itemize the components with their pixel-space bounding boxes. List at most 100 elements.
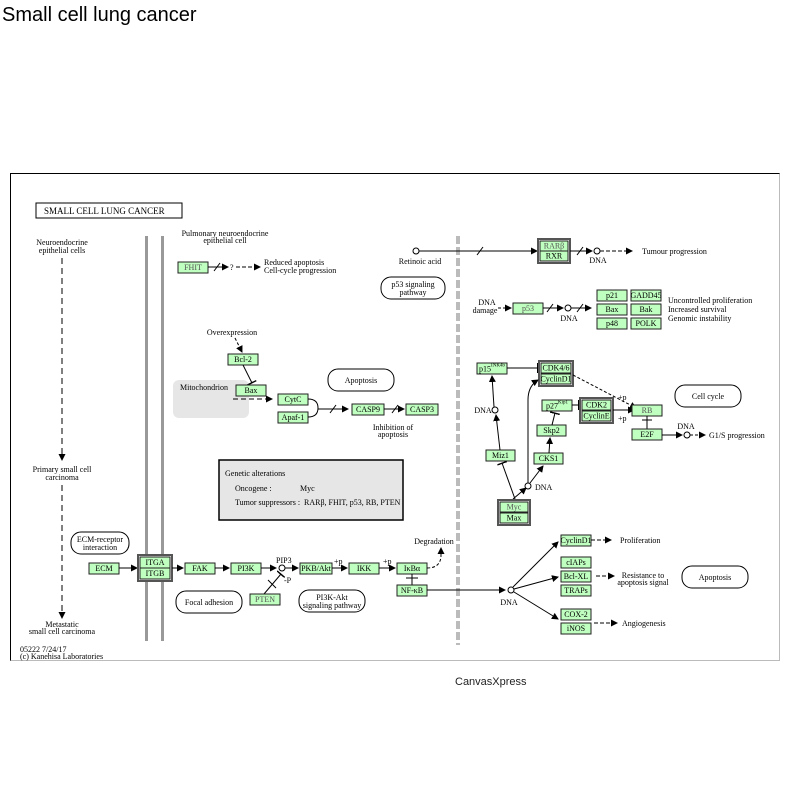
metastatic-label-1: Metastatic bbox=[45, 620, 79, 629]
svg-text:Bax: Bax bbox=[245, 386, 258, 395]
gene-p21[interactable]: p21 bbox=[596, 289, 628, 302]
dna-damage-label-2: damage bbox=[473, 306, 498, 315]
link-ecm-receptor[interactable] bbox=[70, 531, 130, 555]
link-pi3k-akt[interactable] bbox=[298, 589, 366, 613]
gene-POLK[interactable]: POLK bbox=[630, 317, 662, 330]
gene-RB[interactable]: RB bbox=[631, 404, 663, 417]
gene-PI3K[interactable]: PI3K bbox=[230, 562, 262, 575]
gene-cIAPs[interactable]: cIAPs bbox=[560, 556, 592, 569]
gene-CASP3[interactable]: CASP3 bbox=[405, 403, 439, 416]
gene-RARB[interactable]: RARβ bbox=[539, 240, 569, 252]
dna-node-nfkb bbox=[507, 586, 515, 594]
gene-CASP9[interactable]: CASP9 bbox=[351, 403, 385, 416]
gene-p27[interactable]: p27Kip1 bbox=[541, 399, 573, 412]
gene-COX2[interactable]: COX-2 bbox=[560, 608, 592, 621]
link-p53-label-2: pathway bbox=[399, 288, 426, 297]
edge-dna-cyclind1b bbox=[512, 541, 559, 588]
link-cell-cycle[interactable] bbox=[674, 384, 742, 408]
edge-casp9-slash bbox=[329, 404, 337, 414]
link-pi3k-akt-label-1: PI3K-Akt bbox=[316, 593, 348, 602]
gene-FHIT[interactable]: FHIT bbox=[177, 261, 209, 274]
svg-text:IκBα: IκBα bbox=[404, 564, 421, 573]
retinoic-acid-node bbox=[412, 247, 420, 255]
neuroendocrine-label-2: epithelial cells bbox=[39, 246, 85, 255]
svg-text:CASP3: CASP3 bbox=[410, 405, 434, 414]
edge-targets-slash bbox=[576, 303, 584, 313]
angiogenesis-label: Angiogenesis bbox=[622, 619, 666, 628]
gene-Bcl2[interactable]: Bcl-2 bbox=[227, 353, 259, 366]
link-apoptosis-right[interactable] bbox=[681, 565, 749, 589]
gene-Myc[interactable]: Myc bbox=[499, 501, 529, 513]
svg-text:Myc: Myc bbox=[507, 503, 522, 512]
gene-TRAPs[interactable]: TRAPs bbox=[560, 584, 592, 597]
gene-Bax[interactable]: Bax bbox=[235, 384, 267, 397]
gene-CDK46[interactable]: CDK4/6 bbox=[540, 362, 572, 374]
svg-text:CytC: CytC bbox=[285, 395, 302, 404]
edge-skp2-p27 bbox=[549, 411, 560, 426]
membrane-line-right bbox=[161, 236, 164, 641]
gene-ECM[interactable]: ECM bbox=[88, 562, 120, 575]
svg-text:GADD45: GADD45 bbox=[630, 291, 661, 300]
link-apoptosis-mid[interactable] bbox=[327, 368, 395, 392]
gene-IkBa[interactable]: IκBα bbox=[396, 562, 428, 575]
suppressor-label: Tumor suppressors : bbox=[235, 498, 300, 507]
gene-CyclinE[interactable]: CyclinE bbox=[581, 410, 612, 422]
gene-Miz1[interactable]: Miz1 bbox=[485, 449, 516, 462]
gene-CyclinD1-b[interactable]: CyclinD1 bbox=[560, 534, 592, 547]
gene-E2F[interactable]: E2F bbox=[631, 428, 663, 441]
svg-text:Skp2: Skp2 bbox=[543, 426, 559, 435]
gene-NFkB[interactable]: NF-κB bbox=[396, 584, 428, 597]
gene-Max[interactable]: Max bbox=[499, 512, 529, 524]
edge-p53-slash bbox=[546, 303, 554, 313]
gene-Bax-2[interactable]: Bax bbox=[596, 303, 628, 316]
gene-Apaf1[interactable]: Apaf-1 bbox=[277, 411, 309, 424]
edge-pten-cross bbox=[267, 579, 277, 589]
gene-p53[interactable]: p53 bbox=[512, 302, 544, 315]
edge-myc-miz1 bbox=[497, 460, 516, 500]
link-ecm-receptor-label-1: ECM-receptor bbox=[77, 535, 124, 544]
gene-CKS1[interactable]: CKS1 bbox=[533, 452, 564, 465]
pulmonary-label-2: epithelial cell bbox=[203, 236, 247, 245]
gene-ITGA[interactable]: ITGA bbox=[139, 556, 171, 569]
gene-CytC[interactable]: CytC bbox=[277, 393, 309, 406]
gene-PKBAkt[interactable]: PKB/Akt bbox=[299, 562, 333, 575]
gene-FAK[interactable]: FAK bbox=[184, 562, 216, 575]
oncogene-label: Oncogene : bbox=[235, 484, 272, 493]
svg-text:TRAPs: TRAPs bbox=[564, 586, 588, 595]
svg-text:CDK2: CDK2 bbox=[586, 401, 607, 410]
gene-CyclinD1[interactable]: CyclinD1 bbox=[540, 373, 572, 385]
link-p53[interactable] bbox=[380, 276, 446, 300]
dna-damage-label-1: DNA bbox=[478, 298, 496, 307]
svg-text:Max: Max bbox=[507, 514, 522, 523]
edge-bracket bbox=[307, 398, 319, 418]
gene-ITGB[interactable]: ITGB bbox=[139, 567, 171, 580]
gene-PTEN[interactable]: PTEN bbox=[249, 593, 281, 606]
svg-text:p48: p48 bbox=[606, 319, 618, 328]
gene-iNOS[interactable]: iNOS bbox=[560, 622, 592, 635]
svg-text:iNOS: iNOS bbox=[567, 624, 585, 633]
gene-RXR[interactable]: RXR bbox=[539, 250, 569, 262]
gene-BclXL[interactable]: Bcl-XL bbox=[560, 570, 592, 583]
gene-IKK[interactable]: IKK bbox=[348, 562, 380, 575]
link-p53-label-1: p53 signaling bbox=[391, 280, 434, 289]
gene-p48[interactable]: p48 bbox=[596, 317, 628, 330]
gene-GADD45[interactable]: GADD45 bbox=[630, 289, 662, 302]
pulmonary-label-1: Pulmonary neuroendocrine bbox=[182, 229, 269, 238]
mitochondrion-label: Mitochondrion bbox=[180, 383, 228, 392]
svg-text:Bcl-2: Bcl-2 bbox=[234, 355, 252, 364]
dna-node-e2f bbox=[683, 431, 691, 439]
dna-label-e2f: DNA bbox=[677, 422, 695, 431]
gene-Skp2[interactable]: Skp2 bbox=[536, 424, 567, 437]
credit-lab: (c) Kanehisa Laboratories bbox=[20, 652, 103, 661]
header-box-label: SMALL CELL LUNG CANCER bbox=[44, 206, 165, 216]
svg-text:ECM: ECM bbox=[95, 564, 112, 573]
link-ecm-receptor-label-2: interaction bbox=[83, 543, 117, 552]
gene-Bak[interactable]: Bak bbox=[630, 303, 662, 316]
svg-text:p27Kip1: p27Kip1 bbox=[546, 400, 569, 410]
inhibition-label-2: apoptosis bbox=[378, 430, 408, 439]
gene-p15[interactable]: p15INK4b bbox=[476, 362, 508, 375]
link-focal-adhesion[interactable] bbox=[175, 590, 243, 614]
gene-CDK2[interactable]: CDK2 bbox=[581, 399, 612, 411]
edge-fhit-slash bbox=[213, 262, 221, 272]
dna-label-myc: DNA bbox=[535, 483, 553, 492]
